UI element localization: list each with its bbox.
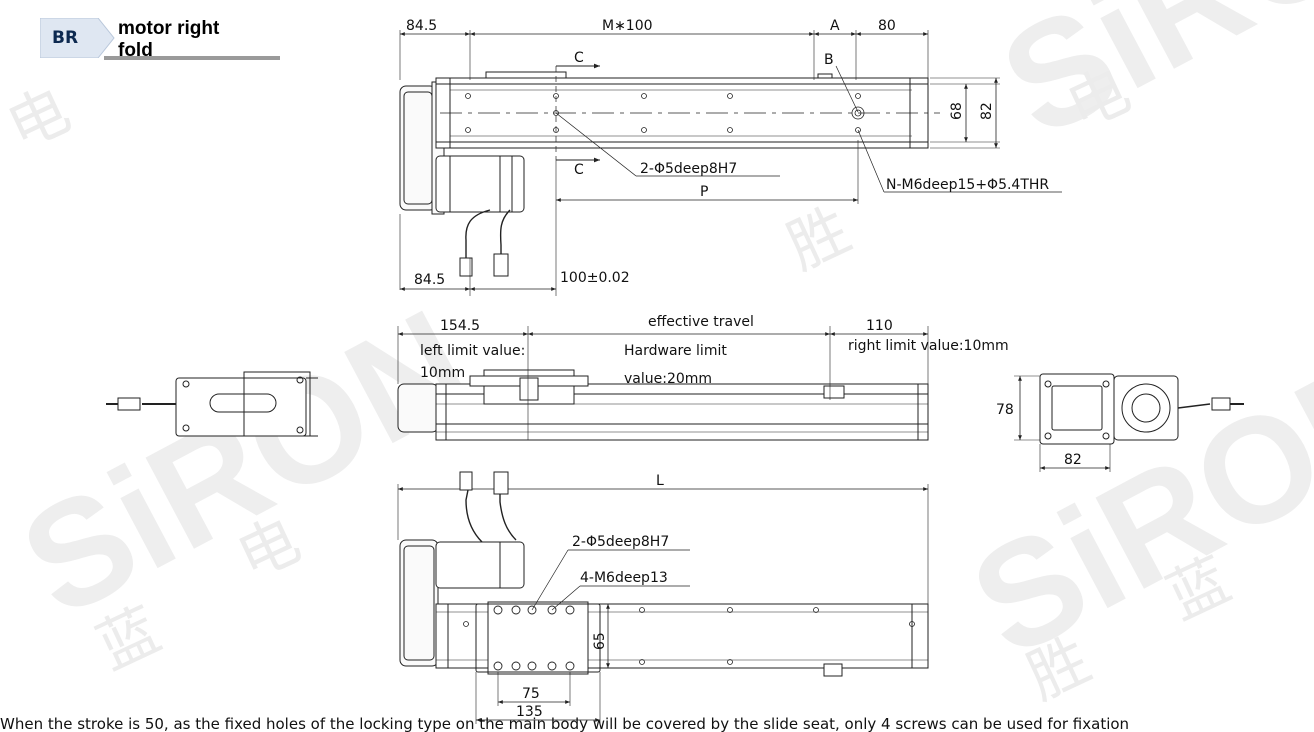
bottom-view bbox=[397, 471, 929, 724]
top-motor-cover bbox=[399, 85, 437, 211]
badge-title-suffix: fold bbox=[118, 40, 153, 61]
dim-top-bottom-left: 84.5 bbox=[414, 272, 445, 288]
badge-title-bold: right bbox=[177, 18, 220, 39]
label-hw-limit-2: value:20mm bbox=[624, 371, 712, 387]
badge-title: motor right fold bbox=[104, 18, 240, 61]
motor-end-view bbox=[106, 371, 318, 437]
right-end-view bbox=[1014, 373, 1244, 472]
dim-top-tolerance: 100±0.02 bbox=[560, 270, 630, 286]
dim-side-left: 154.5 bbox=[440, 318, 480, 334]
dim-top-left: 84.5 bbox=[406, 18, 437, 34]
footnote: When the stroke is 50, as the fixed hole… bbox=[0, 715, 1130, 732]
label-left-limit-1: left limit value: bbox=[420, 343, 525, 359]
dim-top-right: 80 bbox=[878, 18, 896, 34]
badge-code: BR bbox=[52, 28, 79, 48]
bottom-motor-body bbox=[435, 541, 525, 589]
dim-top-a: A bbox=[830, 18, 840, 34]
label-bottom-pin-holes: 2-Φ5deep8H7 bbox=[572, 534, 669, 550]
side-view bbox=[397, 326, 929, 441]
badge-shadow bbox=[104, 56, 280, 60]
dim-bottom-inner: 75 bbox=[522, 686, 540, 702]
side-motor-cover bbox=[397, 383, 439, 433]
dim-top-p: P bbox=[700, 184, 708, 200]
label-section-bottom: C bbox=[574, 162, 584, 178]
dim-top-height-inner: 68 bbox=[949, 102, 965, 120]
label-top-pin-holes: 2-Φ5deep8H7 bbox=[640, 161, 737, 177]
dim-bottom-length: L bbox=[656, 473, 664, 489]
dim-bottom-height: 65 bbox=[592, 632, 608, 650]
dim-top-height-outer: 82 bbox=[979, 102, 995, 120]
badge-arrow-shape bbox=[40, 18, 115, 58]
label-left-limit-2: 10mm bbox=[420, 365, 465, 381]
dim-bottom-outer: 135 bbox=[516, 704, 543, 720]
label-hw-limit-1: Hardware limit bbox=[624, 343, 727, 359]
label-bottom-thread-holes: 4-M6deep13 bbox=[580, 570, 668, 586]
label-right-limit: right limit value:10mm bbox=[848, 338, 1009, 354]
top-motor-body bbox=[435, 155, 525, 213]
badge-title-prefix: motor bbox=[118, 18, 178, 39]
top-view bbox=[399, 30, 1062, 296]
bottom-motor-cover bbox=[399, 539, 439, 667]
dim-end-height: 78 bbox=[996, 402, 1014, 418]
dim-side-travel: effective travel bbox=[648, 314, 754, 330]
label-section-top: C bbox=[574, 50, 584, 66]
series-badge: BR motor right fold bbox=[40, 18, 280, 61]
label-top-thread-holes: N-M6deep15+Φ5.4THR bbox=[886, 177, 1049, 193]
dim-side-right: 110 bbox=[866, 318, 893, 334]
dim-end-width: 82 bbox=[1064, 452, 1082, 468]
dim-top-pitch: M∗100 bbox=[602, 18, 653, 34]
label-b: B bbox=[824, 52, 834, 68]
